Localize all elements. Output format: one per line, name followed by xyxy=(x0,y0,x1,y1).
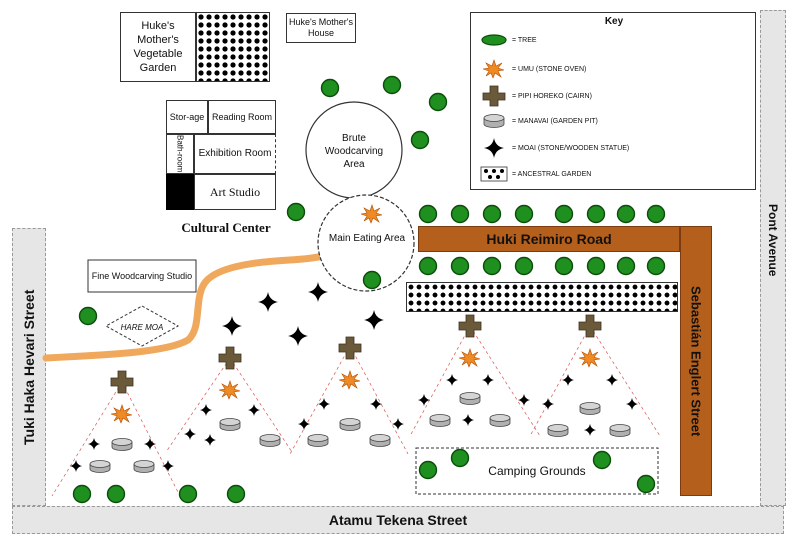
mothers-house: Huke's Mother's House xyxy=(286,13,356,43)
camping-grounds-label: Camping Grounds xyxy=(488,464,586,478)
englert-street xyxy=(680,226,712,496)
storage-label: Stor-age xyxy=(169,112,205,122)
key-title: Key xyxy=(604,16,624,27)
hare-moa-diamond xyxy=(104,305,180,347)
key-label-pipi: = PIPI HOREKO (CAIRN) xyxy=(512,92,592,100)
veg-garden-pattern xyxy=(196,12,270,82)
key-row-manavai: = MANAVAI (GARDEN PIT) xyxy=(479,113,598,129)
mothers-house-label: Huke's Mother's House xyxy=(289,17,353,38)
key-label-moai: = MOAI (STONE/WOODEN STATUE) xyxy=(512,144,630,152)
tree-icon xyxy=(481,34,507,46)
hare-moa-label: HARE MOA xyxy=(120,322,164,332)
large-moai xyxy=(222,282,384,346)
key-row-moai: = MOAI (STONE/WOODEN STATUE) xyxy=(479,137,629,159)
pipi-horeko-icon xyxy=(482,85,506,107)
fine-woodcarving-box xyxy=(87,259,197,293)
south-street-label: Atamu Tekena Street xyxy=(328,512,468,528)
art-studio: Art Studio xyxy=(194,174,276,210)
west-street xyxy=(12,228,46,506)
brute-woodcarving-label: Brute Woodcarving Area xyxy=(324,132,384,170)
key-row-ancestral: = ANCESTRAL GARDEN xyxy=(479,165,591,183)
bathroom-label: Bath-room xyxy=(175,135,185,173)
huki-reimiro-road-label: Huki Reimiro Road xyxy=(486,231,612,247)
cultural-center-label: Cultural Center xyxy=(181,220,271,235)
exhibition-room: Exhibition Room xyxy=(194,134,276,174)
umu-icon xyxy=(482,59,505,79)
moai-icon xyxy=(484,138,504,158)
ancestral-garden-icon xyxy=(480,166,508,182)
englert-street-label: Sebastián Englert Street xyxy=(688,285,704,437)
key-label-manavai: = MANAVAI (GARDEN PIT) xyxy=(512,117,598,125)
art-studio-label: Art Studio xyxy=(209,184,261,199)
south-street xyxy=(12,506,784,534)
ancestral-garden-strip xyxy=(406,282,678,312)
art-studio-black-block xyxy=(166,174,194,210)
manavai-icon xyxy=(483,114,505,128)
reading-room-label: Reading Room xyxy=(211,111,273,122)
main-eating-label: Main Eating Area xyxy=(328,232,406,244)
huki-reimiro-road xyxy=(418,226,680,252)
key-label-tree: = TREE xyxy=(512,36,537,44)
fine-woodcarving-label: Fine Woodcarving Studio xyxy=(91,270,193,281)
east-street-label: Pont Avenue xyxy=(766,203,780,277)
exhibition-room-label: Exhibition Room xyxy=(198,148,272,159)
orange-path xyxy=(42,252,326,362)
bathroom: Bath-room xyxy=(166,134,194,174)
veg-garden-label: Huke's Mother's Vegetable Garden xyxy=(133,20,183,74)
key-row-umu: = UMU (STONE OVEN) xyxy=(479,59,586,79)
reading-room: Reading Room xyxy=(208,100,276,134)
key-row-pipi: = PIPI HOREKO (CAIRN) xyxy=(479,85,592,107)
key-label-ancestral: = ANCESTRAL GARDEN xyxy=(512,170,592,178)
veg-garden-label-box: Huke's Mother's Vegetable Garden xyxy=(120,12,196,82)
key-label-umu: = UMU (STONE OVEN) xyxy=(512,65,587,73)
triangle-lines xyxy=(51,325,661,497)
key-row-tree: = TREE xyxy=(479,33,537,47)
map-key: Key = TREE = UMU (STONE OVEN) = PIPI HOR… xyxy=(470,12,756,190)
main-eating-circle xyxy=(317,194,415,292)
storage-room: Stor-age xyxy=(166,100,208,134)
